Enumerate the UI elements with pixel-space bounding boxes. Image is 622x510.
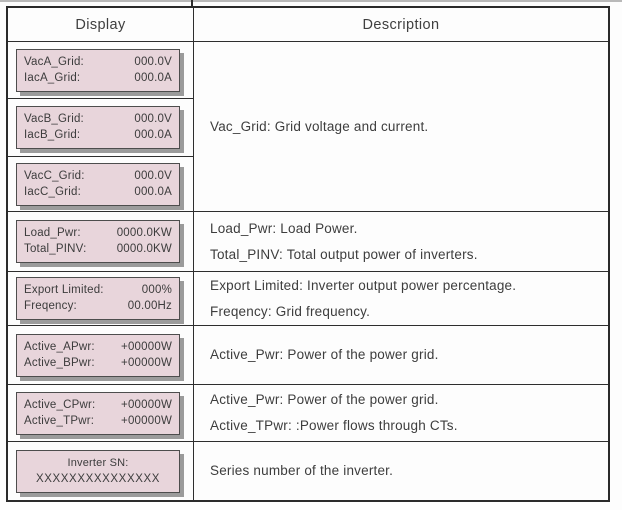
lcd-inverter-sn: Inverter SN: XXXXXXXXXXXXXXX (16, 449, 180, 493)
lcd-label: IacC_Grid: (24, 185, 81, 198)
description-line: Active_TPwr: :Power flows through CTs. (210, 418, 458, 433)
lcd-label: Active_BPwr: (24, 356, 95, 369)
description-load-pwr: Load_Pwr: Load Power. Total_PINV: Total … (194, 212, 608, 272)
description-active-ct-pwr: Active_Pwr: Power of the power grid. Act… (194, 385, 608, 442)
column-divider-stub (191, 0, 193, 7)
lcd-label: Freqency: (24, 300, 77, 312)
lcd-value: +00000W (121, 398, 172, 411)
description-line: Active_Pwr: Power of the power grid. (210, 347, 439, 362)
lcd-value: 000.0V (134, 169, 172, 182)
description-vac-grid: Vac_Grid: Grid voltage and current. (194, 42, 608, 212)
display-cell-inverter-sn: Inverter SN: XXXXXXXXXXXXXXX (8, 442, 194, 500)
lcd-label: IacA_Grid: (24, 71, 81, 84)
lcd-active-ct-pwr: Active_CPwr: +00000W Active_TPwr: +00000… (16, 391, 180, 435)
lcd-line: Total_PINV: 0000.0KW (24, 241, 172, 257)
lcd-label: VacC_Grid: (24, 169, 85, 182)
lcd-label: Export Limited: (24, 284, 104, 296)
lcd-value: +00000W (121, 356, 172, 369)
lcd-line: Active_TPwr: +00000W (24, 413, 172, 429)
lcd-line: Export Limited: 000% (24, 282, 172, 298)
lcd-line: Active_CPwr: +00000W (24, 397, 172, 413)
lcd-sn-value: XXXXXXXXXXXXXXX (35, 472, 161, 485)
lcd-line: VacA_Grid: 000.0V (24, 54, 172, 70)
lcd-value: 0000.0KW (116, 243, 172, 255)
lcd-line: VacB_Grid: 000.0V (24, 111, 172, 127)
lcd-line: VacC_Grid: 000.0V (24, 168, 172, 184)
lcd-label: Active_APwr: (24, 340, 95, 353)
lcd-vac-a: VacA_Grid: 000.0V IacA_Grid: 000.0A (16, 48, 180, 92)
display-cell-vac-a: VacA_Grid: 000.0V IacA_Grid: 000.0A (8, 42, 194, 99)
display-description-table: Display Description VacA_Grid: 000.0V Ia… (6, 6, 610, 502)
lcd-vac-c: VacC_Grid: 000.0V IacC_Grid: 000.0A (16, 162, 180, 206)
display-cell-vac-c: VacC_Grid: 000.0V IacC_Grid: 000.0A (8, 157, 194, 212)
lcd-label: Active_TPwr: (24, 414, 95, 427)
lcd-line: IacA_Grid: 000.0A (24, 70, 172, 86)
lcd-value: 0000.0KW (116, 227, 172, 239)
lcd-value: 00.00Hz (127, 300, 172, 312)
lcd-value: +00000W (121, 414, 172, 427)
column-header-description: Description (194, 8, 608, 42)
display-cell-vac-b: VacB_Grid: 000.0V IacB_Grid: 000.0A (8, 99, 194, 157)
lcd-active-ab-pwr: Active_APwr: +00000W Active_BPwr: +00000… (16, 333, 180, 377)
page-top-rule (0, 0, 622, 2)
lcd-value: 000.0A (134, 71, 172, 84)
column-header-display: Display (8, 8, 194, 42)
lcd-line: Active_BPwr: +00000W (24, 355, 172, 371)
lcd-line: IacB_Grid: 000.0A (24, 127, 172, 143)
description-line: Vac_Grid: Grid voltage and current. (210, 118, 429, 134)
description-line: Active_Pwr: Power of the power grid. (210, 392, 439, 407)
lcd-value: 000.0A (134, 129, 172, 141)
lcd-line: Freqency: 00.00Hz (24, 298, 172, 314)
lcd-value: +00000W (121, 340, 172, 353)
lcd-export-limited: Export Limited: 000% Freqency: 00.00Hz (16, 277, 180, 320)
display-cell-active-ct-pwr: Active_CPwr: +00000W Active_TPwr: +00000… (8, 385, 194, 442)
description-inverter-sn: Series number of the inverter. (194, 442, 608, 500)
description-line: Freqency: Grid frequency. (210, 303, 371, 319)
lcd-value: 000.0V (134, 55, 172, 68)
description-export-limited: Export Limited: Inverter output power pe… (194, 272, 608, 326)
description-line: Load_Pwr: Load Power. (210, 220, 358, 236)
lcd-vac-b: VacB_Grid: 000.0V IacB_Grid: 000.0A (16, 106, 180, 149)
lcd-value: 000.0V (134, 113, 172, 125)
description-line: Series number of the inverter. (210, 463, 394, 478)
description-line: Export Limited: Inverter output power pe… (210, 277, 517, 293)
display-cell-export-limited: Export Limited: 000% Freqency: 00.00Hz (8, 272, 194, 326)
lcd-value: 000% (141, 284, 172, 296)
lcd-label: Active_CPwr: (24, 398, 96, 411)
display-cell-active-ab-pwr: Active_APwr: +00000W Active_BPwr: +00000… (8, 326, 194, 385)
lcd-label: Total_PINV: (24, 243, 87, 255)
display-cell-load-pwr: Load_Pwr: 0000.0KW Total_PINV: 0000.0KW (8, 212, 194, 272)
lcd-sn-title: Inverter SN: (67, 456, 129, 469)
lcd-line: Load_Pwr: 0000.0KW (24, 225, 172, 241)
lcd-label: VacB_Grid: (24, 113, 84, 125)
lcd-load-pwr: Load_Pwr: 0000.0KW Total_PINV: 0000.0KW (16, 220, 180, 263)
lcd-value: 000.0A (134, 185, 172, 198)
lcd-label: VacA_Grid: (24, 55, 84, 68)
lcd-line: IacC_Grid: 000.0A (24, 184, 172, 200)
description-active-ab-pwr: Active_Pwr: Power of the power grid. (194, 326, 608, 385)
lcd-label: Load_Pwr: (24, 227, 81, 239)
lcd-line: Active_APwr: +00000W (24, 339, 172, 355)
description-line: Total_PINV: Total output power of invert… (210, 246, 478, 262)
lcd-label: IacB_Grid: (24, 129, 81, 141)
